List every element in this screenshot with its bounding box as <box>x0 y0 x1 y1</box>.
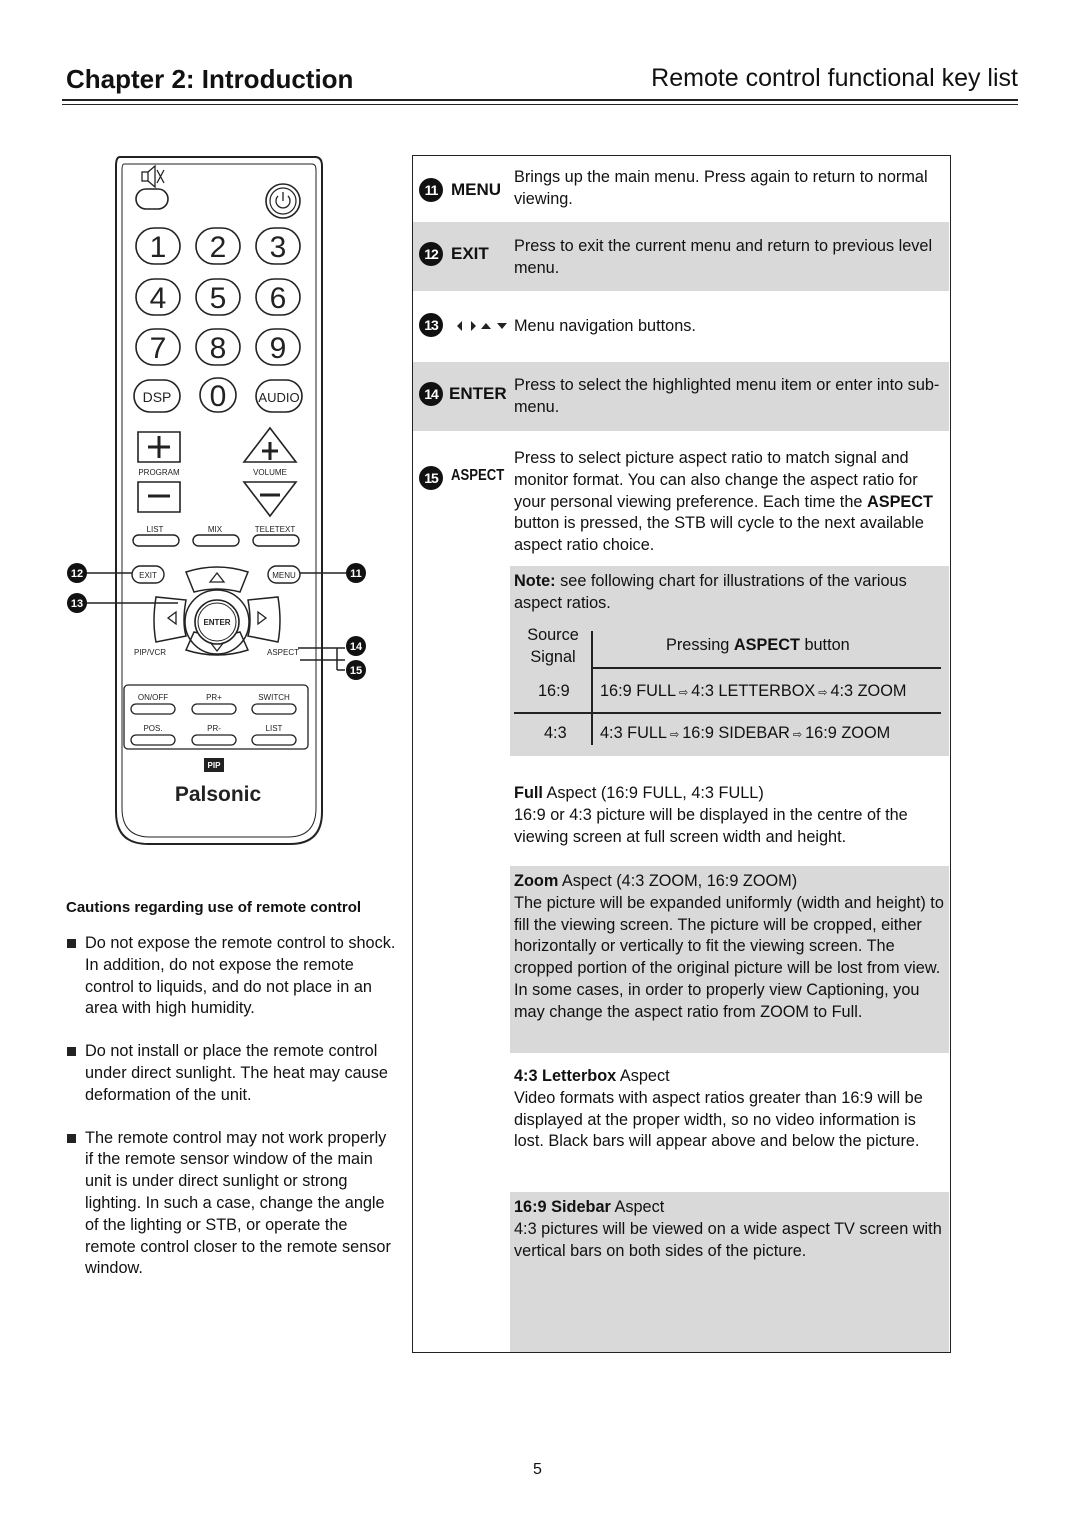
key-label: ASPECT <box>451 467 505 484</box>
key-number: 11 <box>419 178 443 202</box>
table-src-169: 16:9 <box>538 682 570 700</box>
key-description: Brings up the main menu. Press again to … <box>514 168 928 208</box>
svg-text:15: 15 <box>350 665 362 677</box>
key-number: 14 <box>419 382 443 406</box>
zoom-panel <box>510 866 949 1053</box>
key-description: Press to exit the current menu and retur… <box>514 237 933 277</box>
svg-text:12: 12 <box>71 568 83 580</box>
digit-1: 1 <box>150 231 167 264</box>
key-row-enter: 14 ENTER Press to select the highlighted… <box>413 362 949 431</box>
svg-text:ON/OFF: ON/OFF <box>138 693 168 702</box>
svg-text:LIST: LIST <box>147 525 164 534</box>
caution-item: Do not install or place the remote contr… <box>66 1041 396 1106</box>
power-icon <box>275 195 291 209</box>
letterbox-aspect-section: 4:3 Letterbox Aspect Video formats with … <box>514 1067 923 1151</box>
cautions-heading: Cautions regarding use of remote control <box>66 899 362 916</box>
key-label: EXIT <box>451 244 489 263</box>
svg-text:LIST: LIST <box>266 724 283 733</box>
sidebar-panel <box>510 1192 949 1352</box>
svg-text:VOLUME: VOLUME <box>253 468 287 477</box>
key-description: Press to select picture aspect ratio to … <box>514 449 933 555</box>
key-row-navigation: 13 Menu navigation buttons. <box>413 291 949 362</box>
header-rule-thin <box>62 104 1018 105</box>
key-number: 15 <box>419 466 443 490</box>
note-text: Note: see following chart for illustrati… <box>514 572 907 612</box>
key-list-box: 11 MENU Brings up the main menu. Press a… <box>412 155 951 1353</box>
brand-logo: Palsonic <box>175 783 262 806</box>
svg-text:13: 13 <box>71 598 83 610</box>
key-number: 13 <box>419 313 443 337</box>
digit-7: 7 <box>150 332 167 365</box>
key-row-aspect: 15 ASPECT Press to select picture aspect… <box>413 431 949 566</box>
dsp-label: DSP <box>143 389 172 405</box>
digit-8: 8 <box>210 332 227 365</box>
table-row-43: 4:3 FULL⇨16:9 SIDEBAR⇨16:9 ZOOM <box>600 724 891 742</box>
page-number: 5 <box>533 1461 542 1478</box>
svg-text:PR-: PR- <box>207 724 221 733</box>
zoom-aspect-section: Zoom Aspect (4:3 ZOOM, 16:9 ZOOM) The pi… <box>514 872 944 1021</box>
digit-5: 5 <box>210 282 227 315</box>
menu-label: MENU <box>272 571 296 580</box>
enter-label: ENTER <box>203 618 230 627</box>
svg-text:PIP/VCR: PIP/VCR <box>134 648 166 657</box>
caution-item: Do not expose the remote control to shoc… <box>66 933 396 1020</box>
header-rule <box>62 99 1018 101</box>
key-description: Menu navigation buttons. <box>514 317 696 335</box>
remote-illustration: 1 2 3 4 5 6 7 8 9 DSP 0 AUDIO PROGRAM VO… <box>60 152 390 852</box>
key-row-menu: 11 MENU Brings up the main menu. Press a… <box>413 156 949 222</box>
key-label: ENTER <box>449 384 507 403</box>
digit-0: 0 <box>210 380 227 413</box>
table-row-169: 16:9 FULL⇨4:3 LETTERBOX⇨4:3 ZOOM <box>600 682 907 700</box>
exit-label: EXIT <box>139 571 157 580</box>
digit-2: 2 <box>210 231 227 264</box>
volume-down-button <box>242 481 298 518</box>
mute-button <box>135 188 169 210</box>
key-row-exit: 12 EXIT Press to exit the current menu a… <box>413 222 949 291</box>
key-description: Press to select the highlighted menu ite… <box>514 376 940 416</box>
pip-badge: PIP <box>208 761 222 770</box>
digit-4: 4 <box>150 282 167 315</box>
cautions-list: Do not expose the remote control to shoc… <box>66 933 396 1301</box>
svg-text:MIX: MIX <box>208 525 223 534</box>
nav-arrows-icon <box>457 321 507 331</box>
key-label: MENU <box>451 180 502 199</box>
mute-icon <box>141 164 165 189</box>
caution-item: The remote control may not work properly… <box>66 1128 396 1281</box>
section-title: Remote control functional key list <box>651 64 1018 92</box>
svg-text:PROGRAM: PROGRAM <box>138 468 180 477</box>
nav-up-button <box>185 566 249 593</box>
sidebar-aspect-section: 16:9 Sidebar Aspect 4:3 pictures will be… <box>514 1198 942 1260</box>
digit-6: 6 <box>270 282 287 315</box>
svg-text:ASPECT: ASPECT <box>267 648 299 657</box>
svg-text:SWITCH: SWITCH <box>258 693 290 702</box>
svg-text:POS.: POS. <box>143 724 162 733</box>
table-src-43: 4:3 <box>544 724 567 742</box>
svg-text:11: 11 <box>350 568 362 580</box>
digit-9: 9 <box>270 332 287 365</box>
key-number: 12 <box>419 242 443 266</box>
digit-3: 3 <box>270 231 287 264</box>
note-panel <box>510 566 949 756</box>
svg-text:PR+: PR+ <box>206 693 222 702</box>
audio-label: AUDIO <box>258 390 299 405</box>
svg-text:14: 14 <box>350 641 363 653</box>
table-col-aspect: Pressing ASPECT button <box>666 636 850 654</box>
svg-text:TELETEXT: TELETEXT <box>255 525 296 534</box>
chapter-title: Chapter 2: Introduction <box>66 64 354 94</box>
full-aspect-section: Full Aspect (16:9 FULL, 4:3 FULL) 16:9 o… <box>514 784 908 846</box>
